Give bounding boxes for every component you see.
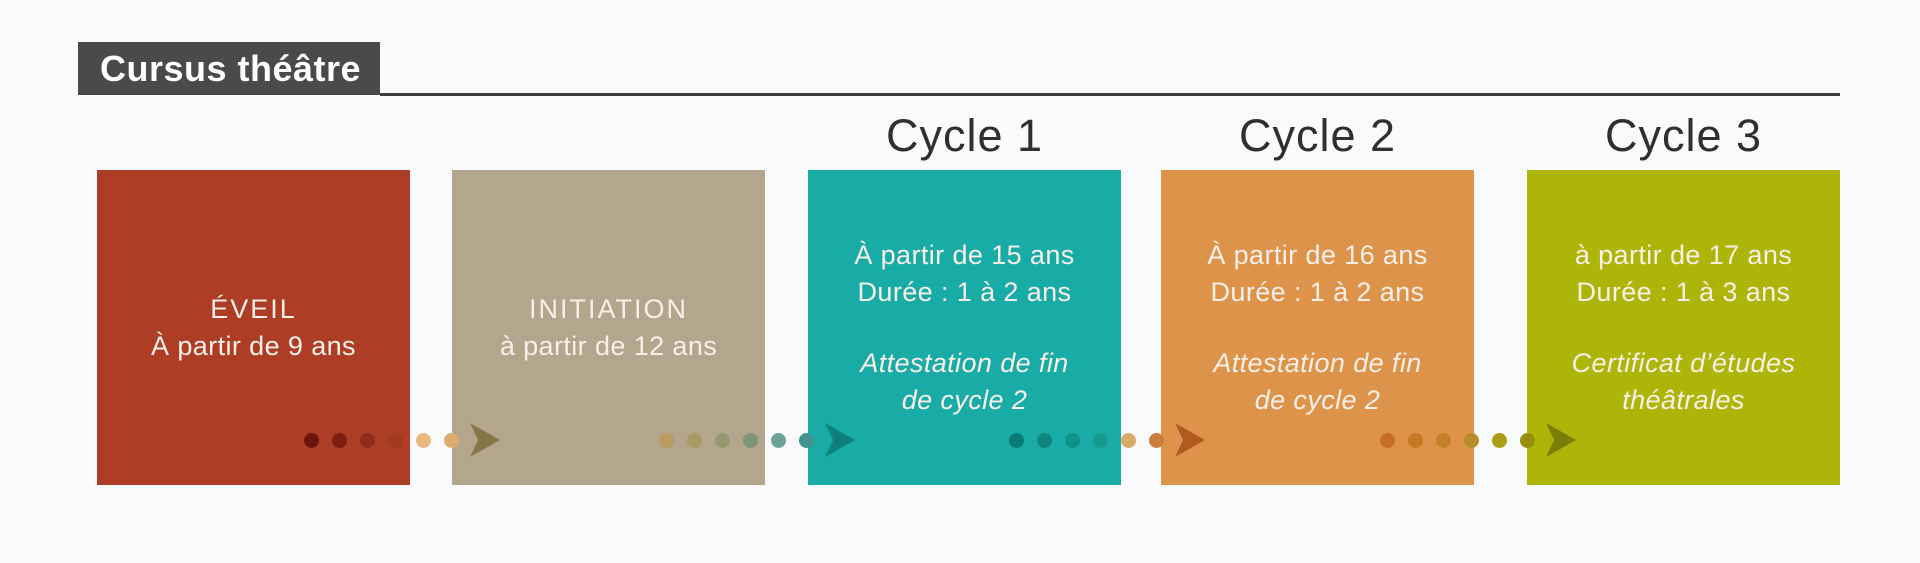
stage-text: INITIATION à partir de 12 ans xyxy=(500,291,717,365)
cycle-2-label: Cycle 2 xyxy=(1238,110,1397,161)
dot xyxy=(416,432,431,448)
dot xyxy=(687,432,702,448)
dot xyxy=(1121,432,1136,448)
stage-text: À partir de 15 ans Durée : 1 à 2 ans Att… xyxy=(854,237,1074,419)
stage-text: ÉVEIL À partir de 9 ans xyxy=(151,291,356,365)
stage-duration: Durée : 1 à 2 ans xyxy=(1210,276,1425,307)
dot xyxy=(444,432,459,448)
arrowhead-icon xyxy=(1175,423,1205,457)
dot xyxy=(304,432,319,448)
cycle-1-label: Cycle 1 xyxy=(885,110,1044,161)
stage-age: À partir de 16 ans xyxy=(1207,239,1428,270)
stage-duration: Durée : 1 à 2 ans xyxy=(857,276,1072,307)
arrowhead-icon xyxy=(1546,423,1576,457)
dot xyxy=(1436,432,1451,448)
stage-text: À partir de 16 ans Durée : 1 à 2 ans Att… xyxy=(1207,237,1427,419)
dot xyxy=(360,432,375,448)
dot xyxy=(1408,432,1423,448)
dot xyxy=(771,432,786,448)
cycle-3-label: Cycle 3 xyxy=(1604,110,1763,161)
stage-box-cycle-1: À partir de 15 ans Durée : 1 à 2 ans Att… xyxy=(808,170,1121,485)
dotted-arrow-1 xyxy=(304,422,500,458)
stage-box-cycle-2: À partir de 16 ans Durée : 1 à 2 ans Att… xyxy=(1161,170,1474,485)
dot xyxy=(1464,432,1479,448)
dotted-arrow-2 xyxy=(659,422,855,458)
stage-name: ÉVEIL xyxy=(210,293,297,324)
dot xyxy=(1149,432,1164,448)
arrowhead-icon xyxy=(825,423,855,457)
stage-box-eveil: ÉVEIL À partir de 9 ans xyxy=(97,170,410,485)
stage-box-cycle-3: à partir de 17 ans Durée : 1 à 3 ans Cer… xyxy=(1527,170,1840,485)
dotted-arrow-3 xyxy=(1009,422,1205,458)
dot xyxy=(715,432,730,448)
stage-credential-line-2: de cycle 2 xyxy=(1254,384,1381,415)
stage-credential-line-1: Certificat d’études xyxy=(1571,347,1796,378)
dot xyxy=(1037,432,1052,448)
dot xyxy=(799,432,814,448)
stage-age: À partir de 15 ans xyxy=(854,239,1075,270)
dotted-arrow-4 xyxy=(1380,422,1576,458)
stage-credential-line-1: Attestation de fin xyxy=(860,347,1069,378)
spacer xyxy=(854,311,1074,345)
spacer xyxy=(1572,311,1796,345)
stage-age: à partir de 17 ans xyxy=(1574,239,1793,270)
page-title: Cursus théâtre xyxy=(100,47,362,89)
stage-box-initiation: INITIATION à partir de 12 ans xyxy=(452,170,765,485)
title-rule xyxy=(380,93,1840,96)
spacer xyxy=(1207,311,1427,345)
dot xyxy=(659,432,674,448)
dot xyxy=(1093,432,1108,448)
stage-duration: Durée : 1 à 3 ans xyxy=(1576,276,1791,307)
stage-credential-line-2: théâtrales xyxy=(1622,384,1745,415)
title-banner: Cursus théâtre xyxy=(78,42,380,95)
dot xyxy=(1065,432,1080,448)
stage-name: INITIATION xyxy=(529,293,688,324)
dot xyxy=(1492,432,1507,448)
dot xyxy=(332,432,347,448)
dot xyxy=(388,432,403,448)
dot xyxy=(743,432,758,448)
stage-age: à partir de 12 ans xyxy=(499,330,718,361)
stage-credential-line-1: Attestation de fin xyxy=(1213,347,1422,378)
dot xyxy=(1009,432,1024,448)
stage-text: à partir de 17 ans Durée : 1 à 3 ans Cer… xyxy=(1572,237,1796,419)
dot xyxy=(1380,432,1395,448)
arrowhead-icon xyxy=(470,423,500,457)
dot xyxy=(1520,432,1535,448)
stage-credential-line-2: de cycle 2 xyxy=(901,384,1028,415)
stage-age: À partir de 9 ans xyxy=(151,330,356,361)
